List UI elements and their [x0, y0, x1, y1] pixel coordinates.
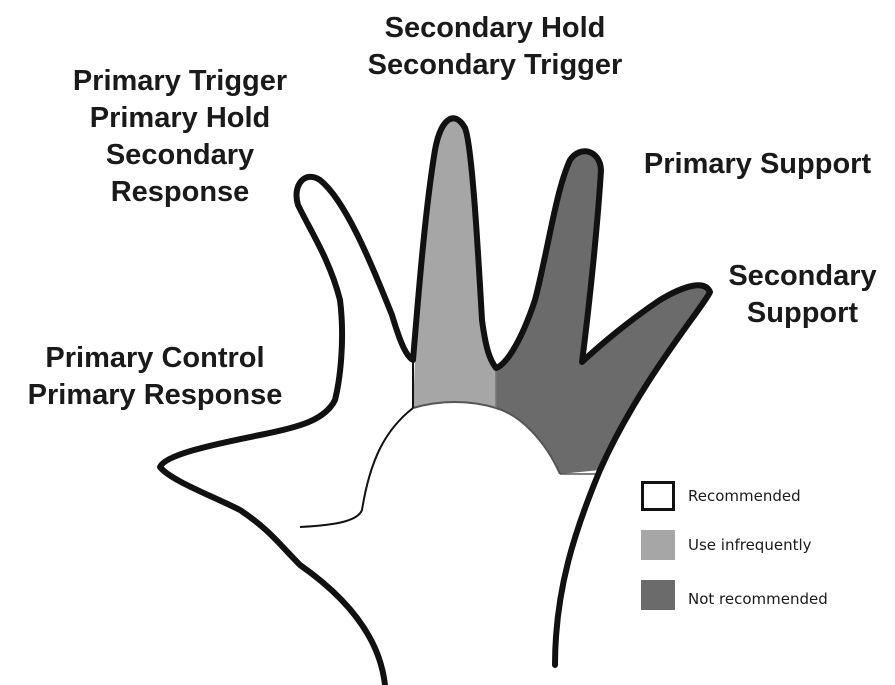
middle-label-line: Secondary Hold	[384, 12, 606, 44]
legend-label-not-recommended: Not recommended	[688, 590, 828, 608]
ring-finger-label: Primary Support	[625, 146, 890, 183]
index-label-line: Secondary	[105, 139, 255, 171]
hand-outline	[157, 115, 713, 685]
pinky-label-line: Secondary	[728, 260, 877, 292]
legend-swatch-not-recommended	[641, 580, 675, 610]
middle-label-line: Secondary Trigger	[367, 49, 623, 81]
thumb-label: Primary Control Primary Response	[10, 340, 300, 414]
ring-label-line: Primary Support	[643, 148, 872, 180]
legend-label-recommended: Recommended	[688, 487, 801, 505]
pinky-finger-label: Secondary Support	[715, 258, 890, 332]
index-label-line: Response	[110, 176, 250, 208]
legend-label-use-infrequently: Use infrequently	[688, 536, 812, 554]
thumb-label-line: Primary Response	[27, 379, 283, 411]
index-label-line: Primary Trigger	[72, 65, 288, 97]
index-label-line: Primary Hold	[89, 102, 271, 134]
legend-swatch-recommended	[641, 481, 675, 511]
index-finger-label: Primary Trigger Primary Hold Secondary R…	[40, 63, 320, 211]
pinky-label-line: Support	[746, 297, 859, 329]
thumb-label-line: Primary Control	[45, 342, 265, 374]
legend-swatch-use-infrequently	[641, 530, 675, 560]
middle-finger-region	[413, 118, 496, 408]
palm-boundary	[299, 407, 414, 528]
ring-pinky-region	[496, 151, 710, 475]
middle-finger-label: Secondary Hold Secondary Trigger	[345, 10, 645, 84]
